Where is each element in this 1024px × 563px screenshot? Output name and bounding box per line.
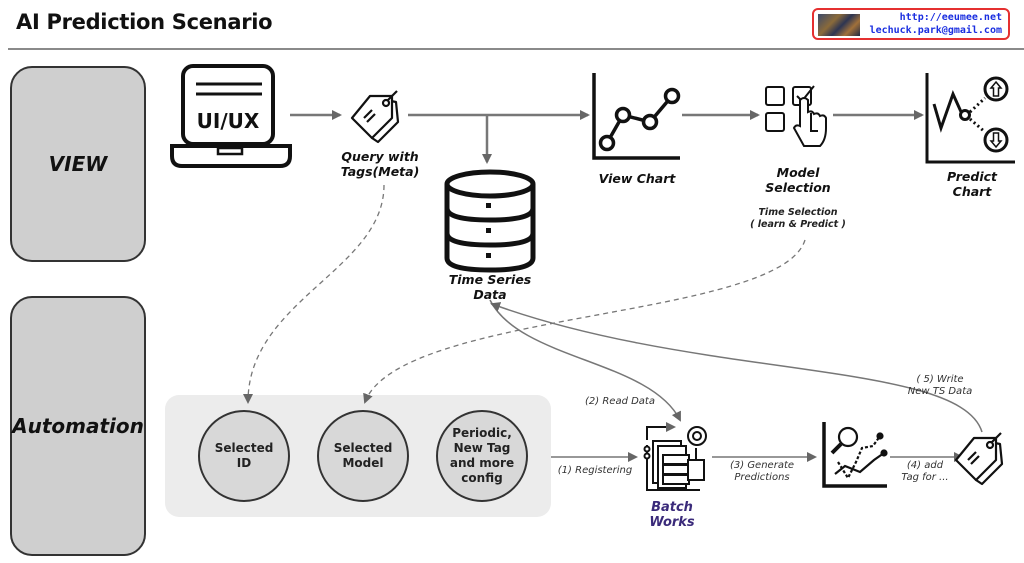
lane-view-label: VIEW: [48, 152, 108, 176]
predict-chart-label: Predict Chart: [922, 169, 1022, 199]
view-flow-arrows: [290, 110, 924, 164]
step-registering: (1) Registering: [557, 465, 633, 476]
config-selected-model-label: Selected Model: [333, 441, 393, 470]
contact-box: http://eeumee.net lechuck.park@gmail.com: [812, 8, 1010, 40]
query-label: Query with Tags(Meta): [330, 149, 430, 179]
config-selected-id[interactable]: Selected ID: [198, 410, 290, 502]
step-write-line2: New TS Data: [907, 386, 973, 397]
dashed-arrows: [243, 184, 806, 404]
model-selection-label: Model Selection: [748, 165, 848, 195]
select-hand-icon: [765, 85, 827, 147]
arrow-write-data: [490, 302, 983, 433]
batch-works-line2: Works: [649, 515, 695, 530]
automation-arrows: [489, 299, 983, 462]
time-series-label-line1: Time Series: [448, 272, 532, 287]
author-thumbnail: [818, 14, 860, 36]
lane-view: VIEW: [10, 66, 146, 262]
step-read-data: (2) Read Data: [585, 396, 655, 407]
title-divider: [8, 48, 1024, 50]
new-tag-icon: [954, 432, 1004, 486]
time-selection-line1: Time Selection: [758, 207, 838, 218]
query-label-line2: Tags(Meta): [340, 164, 420, 179]
model-selection-line2: Selection: [765, 180, 831, 195]
batch-works-line1: Batch: [651, 500, 693, 515]
predict-chart-line1: Predict: [946, 169, 998, 184]
laptop-icon: [170, 64, 292, 168]
dashed-query-to-selected-id: [243, 184, 385, 404]
query-label-line1: Query with: [341, 149, 419, 164]
batch-server-icon: [643, 422, 707, 491]
batch-works-label: Batch Works: [622, 500, 722, 530]
ui-ux-text: UI/UX: [197, 109, 260, 133]
dashed-time-to-selected-model: [363, 239, 806, 404]
step-generate-line2: Predictions: [734, 472, 790, 483]
step-add-tag-line1: (4) add: [906, 460, 944, 471]
page-title: AI Prediction Scenario: [16, 10, 273, 34]
website-link[interactable]: http://eeumee.net: [899, 12, 1002, 23]
time-selection-line2: ( learn & Predict ): [750, 219, 846, 230]
config-selected-id-label: Selected ID: [214, 441, 274, 470]
step-add-tag-line2: Tag for ...: [901, 472, 949, 483]
query-tag-icon: [350, 90, 400, 144]
time-series-label-line2: Data: [473, 287, 507, 302]
step-write-line1: ( 5) Write: [916, 374, 964, 385]
predict-chart-line2: Chart: [952, 184, 992, 199]
config-periodic[interactable]: Periodic, New Tag and more config: [436, 410, 528, 502]
time-series-label: Time Series Data: [440, 272, 540, 302]
lane-automation-label: Automation: [12, 414, 144, 438]
email-link[interactable]: lechuck.park@gmail.com: [869, 25, 1002, 36]
view-chart-label: View Chart: [598, 171, 676, 186]
step-write: ( 5) Write New TS Data: [900, 374, 980, 398]
predict-chart-icon: [925, 73, 1015, 164]
arrow-read-data: [489, 299, 681, 422]
step-generate: (3) Generate Predictions: [722, 460, 802, 484]
step-add-tag: (4) add Tag for ...: [890, 460, 960, 484]
line-chart-icon: [592, 73, 681, 160]
time-selection-note: Time Selection ( learn & Predict ): [748, 207, 848, 231]
chart-analysis-icon: [822, 422, 888, 488]
lane-automation: Automation: [10, 296, 146, 556]
model-selection-line1: Model: [776, 165, 820, 180]
step-generate-line1: (3) Generate: [729, 460, 795, 471]
config-periodic-label: Periodic, New Tag and more config: [449, 426, 515, 485]
config-selected-model[interactable]: Selected Model: [317, 410, 409, 502]
database-icon: [444, 169, 536, 273]
